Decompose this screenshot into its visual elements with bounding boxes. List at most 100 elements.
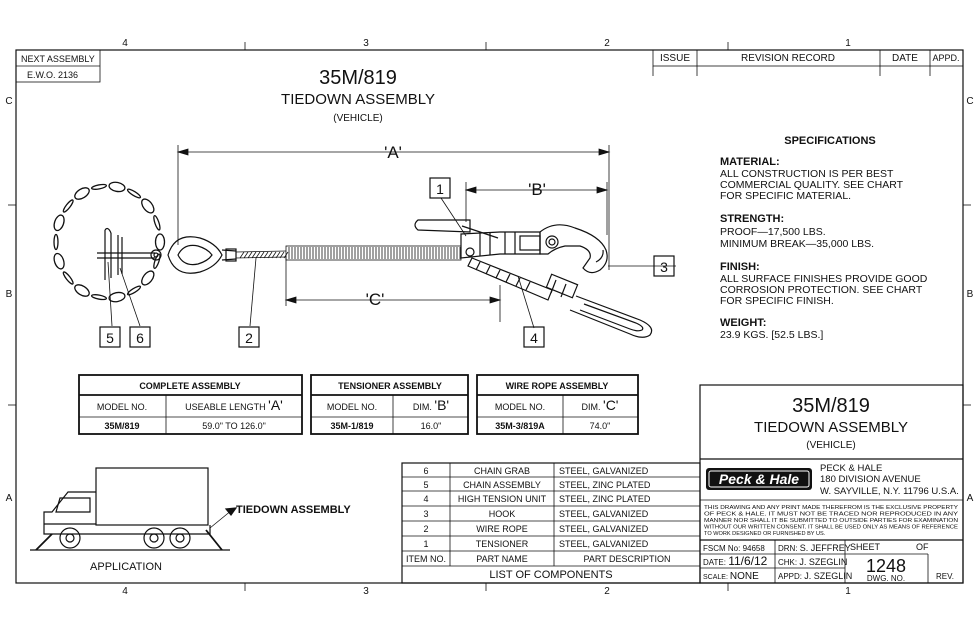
complete-col-length: USEABLE LENGTH 'A' bbox=[185, 397, 283, 413]
component-item-no: 4 bbox=[423, 494, 428, 504]
spec-material-line-1: ALL CONSTRUCTION IS PER BEST bbox=[720, 168, 894, 180]
component-part-name: WIRE ROPE bbox=[476, 524, 528, 534]
components-header-desc: PART DESCRIPTION bbox=[583, 554, 670, 564]
chain-link bbox=[90, 294, 108, 301]
notice-line-3: MANNER NOR SHALL IT BE SUBMITTED TO OUTS… bbox=[704, 518, 958, 524]
table-complete-assembly: COMPLETE ASSEMBLY MODEL NO. USEABLE LENG… bbox=[78, 374, 303, 435]
spec-finish-line-1: ALL SURFACE FINISHES PROVIDE GOOD bbox=[720, 273, 928, 285]
component-item-no: 1 bbox=[423, 539, 428, 549]
title-block-subtitle: (VEHICLE) bbox=[806, 440, 855, 451]
tensioner-col-dim: DIM. 'B' bbox=[413, 397, 449, 413]
component-description: STEEL, GALVANIZED bbox=[559, 509, 649, 519]
chain-link bbox=[62, 271, 74, 285]
rope-strand bbox=[267, 251, 273, 259]
revision-label: REV. bbox=[936, 572, 954, 581]
chain-link bbox=[108, 181, 126, 193]
component-description: STEEL, GALVANIZED bbox=[559, 539, 649, 549]
components-header-item: ITEM NO. bbox=[406, 554, 446, 564]
chain-link bbox=[62, 199, 74, 213]
component-part-name: HOOK bbox=[489, 509, 516, 519]
tensioner-title: TENSIONER ASSEMBLY bbox=[338, 381, 442, 391]
high-tension-unit bbox=[467, 257, 653, 338]
rope-strand bbox=[239, 251, 245, 259]
callout-6: 6 bbox=[129, 326, 151, 348]
rope-sleeve-ribs bbox=[288, 247, 461, 259]
wire-rope-value: 74.0" bbox=[590, 421, 611, 431]
drawing-subtitle: (VEHICLE) bbox=[333, 113, 382, 124]
tensioner bbox=[414, 219, 541, 259]
dimension-b-label: 'B' bbox=[528, 180, 546, 199]
tensioner-col-model: MODEL NO. bbox=[327, 402, 377, 412]
title-block-part-number: 35M/819 bbox=[792, 395, 870, 417]
chain-link bbox=[108, 291, 126, 303]
spec-strength-line-2: MINIMUM BREAK—35,000 LBS. bbox=[720, 238, 874, 250]
next-assembly-value: E.W.O. 2136 bbox=[27, 70, 78, 80]
component-item-no: 3 bbox=[423, 509, 428, 519]
zone-left-b: B bbox=[6, 289, 13, 300]
component-part-name: TENSIONER bbox=[476, 539, 529, 549]
wire-rope-eye bbox=[167, 236, 237, 274]
chain-link bbox=[153, 253, 161, 269]
zone-bottom-3: 3 bbox=[363, 586, 369, 597]
title-block-title: TIEDOWN ASSEMBLY bbox=[754, 419, 908, 436]
spec-finish-line-2: CORROSION PROTECTION. SEE CHART bbox=[720, 284, 923, 296]
sheet-of-label: OF bbox=[916, 542, 929, 552]
company-address-2: W. SAYVILLE, N.Y. 11796 U.S.A. bbox=[820, 486, 959, 497]
drawing-part-number: 35M/819 bbox=[319, 67, 397, 89]
notice-line-4: WITHOUT OUR WRITTEN CONSENT. IT SHALL BE… bbox=[704, 525, 958, 531]
callout-1-label: 1 bbox=[436, 181, 444, 197]
table-tensioner-assembly: TENSIONER ASSEMBLY MODEL NO. DIM. 'B' 35… bbox=[310, 374, 469, 435]
complete-col-model: MODEL NO. bbox=[97, 402, 147, 412]
company-logo: Peck & Hale bbox=[706, 468, 812, 490]
chain-link bbox=[53, 233, 59, 251]
revision-record: ISSUE REVISION RECORD DATE APPD. bbox=[652, 49, 964, 76]
dimension-a-label: 'A' bbox=[384, 143, 402, 162]
zone-bottom-4: 4 bbox=[122, 586, 128, 597]
callout-leaders bbox=[107, 197, 676, 329]
revision-appd-header: APPD. bbox=[932, 53, 959, 63]
complete-value: 59.0" TO 126.0" bbox=[202, 421, 266, 431]
callout-4: 4 bbox=[523, 326, 545, 348]
component-description: STEEL, GALVANIZED bbox=[559, 466, 649, 476]
notice-line-2: OF PECK & HALE. IT MUST NOT BE TRACED NO… bbox=[704, 512, 958, 518]
spec-finish-line-3: FOR SPECIFIC FINISH. bbox=[720, 295, 834, 307]
application-caption: APPLICATION bbox=[90, 561, 162, 573]
zone-right-a: A bbox=[967, 493, 974, 504]
zone-top-3: 3 bbox=[363, 38, 369, 49]
company-address-1: 180 DIVISION AVENUE bbox=[820, 474, 921, 485]
chain-link bbox=[154, 233, 166, 251]
components-caption: LIST OF COMPONENTS bbox=[489, 569, 612, 581]
rope-strand bbox=[263, 251, 269, 259]
rope-strand bbox=[251, 251, 257, 259]
rope-strand bbox=[255, 251, 261, 259]
spec-strength-title: STRENGTH: bbox=[720, 213, 784, 225]
callout-5: 5 bbox=[99, 326, 121, 348]
wire-rope-model: 35M-3/819A bbox=[495, 421, 545, 431]
component-description: STEEL, ZINC PLATED bbox=[559, 494, 651, 504]
callout-2-label: 2 bbox=[245, 330, 253, 346]
wire-rope-col-model: MODEL NO. bbox=[495, 402, 545, 412]
sheet-label: SHEET bbox=[850, 542, 881, 552]
zone-left-c: C bbox=[5, 96, 12, 107]
zone-right-b: B bbox=[967, 289, 974, 300]
drawing-number-label: DWG. NO. bbox=[867, 574, 905, 583]
chain-grab bbox=[97, 227, 162, 280]
rope-strand bbox=[243, 251, 249, 259]
revision-record-header: REVISION RECORD bbox=[741, 53, 835, 64]
fscm-field: FSCM No: 94658 bbox=[703, 544, 765, 553]
chain-link bbox=[90, 183, 108, 190]
drawing-number: 1248 bbox=[866, 556, 906, 576]
hook bbox=[539, 224, 608, 274]
components-header-name: PART NAME bbox=[476, 554, 528, 564]
revision-issue-header: ISSUE bbox=[660, 53, 690, 64]
zone-right-c: C bbox=[966, 96, 973, 107]
application-tiedown-label: TIEDOWN ASSEMBLY bbox=[236, 504, 351, 516]
complete-model: 35M/819 bbox=[104, 421, 139, 431]
zone-bottom-2: 2 bbox=[604, 586, 610, 597]
tensioner-value: 16.0" bbox=[421, 421, 442, 431]
dimension-c bbox=[284, 255, 502, 322]
chain-link bbox=[153, 215, 161, 231]
callout-4-label: 4 bbox=[530, 330, 538, 346]
callout-1: 1 bbox=[429, 177, 451, 199]
